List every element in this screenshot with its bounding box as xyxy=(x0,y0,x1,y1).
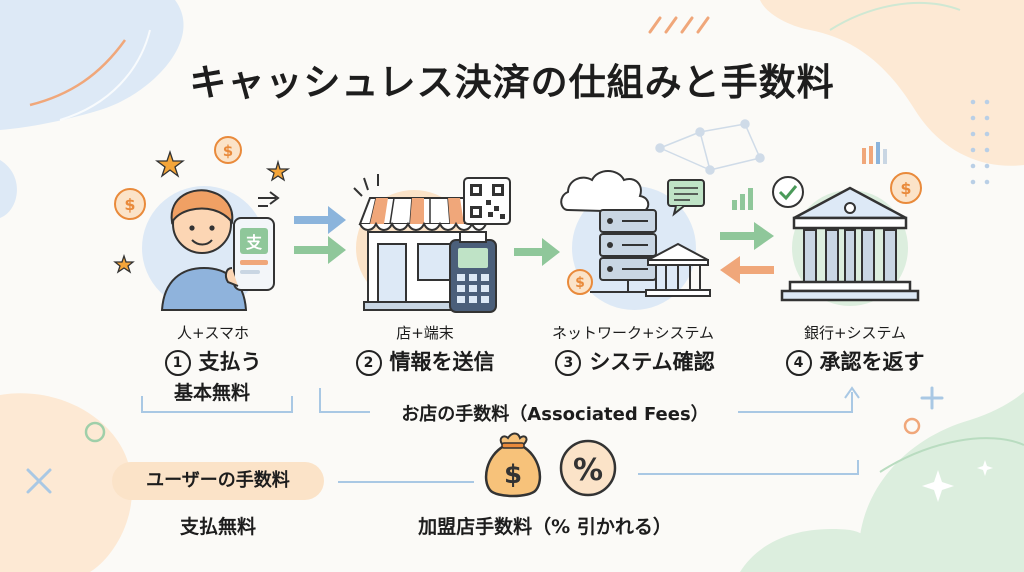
bar-chart-icon xyxy=(862,142,887,164)
step-1-text: 支払う xyxy=(198,350,262,374)
step-4-text: 承認を返す xyxy=(819,350,925,374)
step-2-name: 2 情報を送信 xyxy=(330,346,520,376)
step-3-label: ネットワーク+システム xyxy=(551,324,715,342)
step-1-number: 1 xyxy=(164,350,191,376)
step-1-label: 人+スマホ xyxy=(176,324,250,342)
basic-free-label: 基本無料 xyxy=(173,382,250,404)
user-fees-label: ユーザーの手数料 xyxy=(112,462,324,500)
person-phone-icon: $ $ 支 xyxy=(113,136,291,311)
arrow-step2-to-step3 xyxy=(514,238,560,266)
bank-icon: $ xyxy=(772,172,922,306)
svg-text:$: $ xyxy=(223,142,233,160)
step-2-label: 店+端末 xyxy=(396,324,454,342)
user-fees-value: 支払無料 xyxy=(179,516,256,538)
step-4-label: 銀行+システム xyxy=(803,324,907,342)
arrow-step1-to-step2 xyxy=(294,206,346,264)
step-3-text: システム確認 xyxy=(589,350,715,374)
arrow-step3-to-step4 xyxy=(720,222,774,284)
step-3-name: 3 システム確認 xyxy=(540,346,730,376)
shop-terminal-icon xyxy=(353,174,511,313)
step-2-text: 情報を送信 xyxy=(389,350,495,374)
step-3-number: 3 xyxy=(555,350,582,376)
page-title: キャッシュレス決済の仕組みと手数料 xyxy=(189,61,835,104)
step-1-name: 1 支払う xyxy=(132,346,294,376)
store-fees-label: お店の手数料（Associated Fees） xyxy=(401,404,709,425)
percent-icon: % xyxy=(559,439,617,497)
merchant-fee-label: 加盟店手数料（% 引かれる） xyxy=(418,516,672,538)
svg-text:支: 支 xyxy=(245,233,263,252)
svg-text:$: $ xyxy=(575,275,585,291)
step-4-number: 4 xyxy=(785,350,812,376)
svg-text:%: % xyxy=(573,453,603,488)
server-network-icon: $ xyxy=(560,119,866,310)
step-2-number: 2 xyxy=(355,350,382,376)
step-4-name: 4 承認を返す xyxy=(760,346,950,376)
money-bag-icon: $ xyxy=(484,432,542,498)
svg-text:$: $ xyxy=(124,195,135,214)
svg-text:$: $ xyxy=(900,179,911,198)
svg-text:$: $ xyxy=(504,460,522,490)
